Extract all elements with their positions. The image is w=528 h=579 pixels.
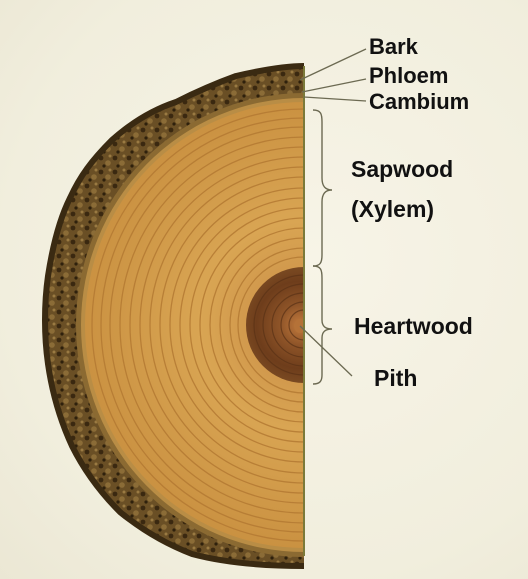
- heartwood-brace: [313, 266, 332, 384]
- bark-label: Bark: [369, 36, 418, 58]
- pith-label: Pith: [374, 367, 417, 390]
- phloem-leader-line: [302, 79, 366, 92]
- bark-leader-line: [300, 49, 366, 80]
- heartwood-label: Heartwood: [354, 315, 473, 338]
- pith-leader-line: [300, 326, 352, 376]
- phloem-label: Phloem: [369, 65, 448, 87]
- sapwood-brace: [313, 110, 332, 266]
- cambium-label: Cambium: [369, 91, 469, 113]
- brace-marks: [313, 110, 332, 384]
- cambium-leader-line: [304, 97, 366, 101]
- sapwood-label: Sapwood: [351, 158, 453, 181]
- xylem-label: (Xylem): [351, 198, 434, 221]
